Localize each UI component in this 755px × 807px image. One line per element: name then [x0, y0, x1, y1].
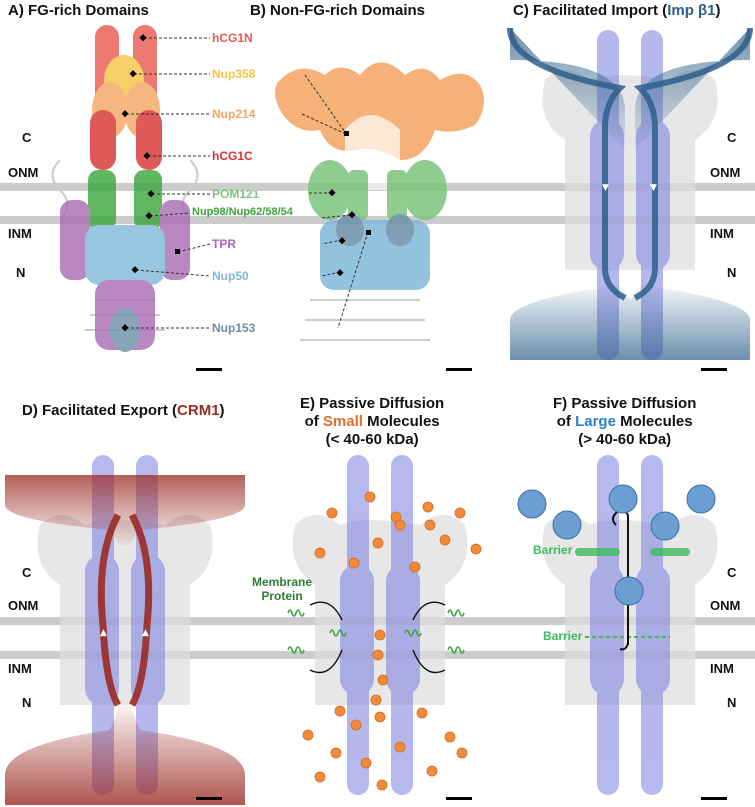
- label-nup358: Nup358: [212, 67, 256, 81]
- label-cytoplasm: C: [22, 130, 32, 145]
- label-inm: INM: [710, 661, 734, 676]
- label-barrier-bottom: Barrier: [543, 629, 583, 643]
- large-highlight: Large: [575, 413, 616, 430]
- label-cytoplasm: C: [22, 565, 32, 580]
- small-highlight: Small: [322, 413, 363, 430]
- label-membrane-protein: Membrane Protein: [252, 575, 313, 603]
- panel-f-title: F) Passive Diffusion of Large Molecules …: [553, 395, 697, 448]
- panel-c-title: C) Facilitated Import (Imp β1): [513, 2, 721, 19]
- label-onm: ONM: [710, 165, 741, 180]
- panel-a: A) FG-rich Domains C ONM INM N hCG1N Nup…: [0, 0, 293, 385]
- panel-d-diagram: ▲▲: [0, 455, 250, 805]
- imp-beta1-highlight: Imp β1: [667, 2, 716, 19]
- panel-c: ▼▼ C) Facilitated Import (Imp β1) C ONM …: [505, 0, 755, 385]
- label-nucleus: N: [727, 695, 737, 710]
- label-onm: ONM: [710, 598, 741, 613]
- label-inm: INM: [8, 661, 32, 676]
- scale-bar: [196, 368, 222, 371]
- svg-text:▲: ▲: [100, 628, 107, 638]
- panel-b: B) Non-FG-rich Domains: [250, 0, 505, 385]
- label-cytoplasm: C: [727, 130, 737, 145]
- panel-d: ▲▲ D) Facilitated Export (CRM1) C ONM IN…: [0, 385, 250, 807]
- panel-f: F) Passive Diffusion of Large Molecules …: [505, 385, 755, 807]
- label-nucleus: N: [22, 695, 32, 710]
- panel-d-title: D) Facilitated Export (CRM1): [22, 402, 225, 419]
- svg-text:▼: ▼: [602, 183, 609, 193]
- label-hcg1c: hCG1C: [212, 149, 253, 163]
- panel-b-diagram: [250, 62, 505, 341]
- label-nucleus: N: [727, 265, 737, 280]
- label-pom121: POM121: [212, 187, 260, 201]
- panel-a-title: A) FG-rich Domains: [8, 2, 149, 19]
- panel-a-diagram: [0, 25, 250, 352]
- scale-bar: [196, 797, 222, 800]
- label-tpr: TPR: [212, 237, 236, 251]
- label-barrier-top: Barrier: [533, 543, 573, 557]
- label-onm: ONM: [8, 165, 39, 180]
- label-nup98: Nup98/Nup62/58/54: [192, 206, 293, 218]
- scale-bar: [701, 368, 727, 371]
- label-cytoplasm: C: [727, 565, 737, 580]
- label-nucleus: N: [16, 265, 26, 280]
- scale-bar: [446, 797, 472, 800]
- panel-f-diagram: [505, 455, 755, 795]
- svg-text:▲: ▲: [142, 628, 149, 638]
- panel-e-title: E) Passive Diffusion of Small Molecules …: [300, 395, 445, 448]
- label-inm: INM: [8, 226, 32, 241]
- scale-bar: [446, 368, 472, 371]
- panel-e-diagram: [250, 455, 505, 795]
- label-inm: INM: [710, 226, 734, 241]
- label-nup214: Nup214: [212, 107, 256, 121]
- label-nup153: Nup153: [212, 321, 256, 335]
- crm1-highlight: CRM1: [177, 402, 220, 419]
- label-hcg1n: hCG1N: [212, 31, 253, 45]
- svg-text:▼: ▼: [650, 183, 657, 193]
- label-onm: ONM: [8, 598, 39, 613]
- scale-bar: [701, 797, 727, 800]
- panel-c-diagram: ▼▼: [505, 27, 755, 360]
- label-nup50: Nup50: [212, 269, 249, 283]
- panel-b-title: B) Non-FG-rich Domains: [250, 2, 425, 19]
- panel-e: E) Passive Diffusion of Small Molecules …: [250, 385, 505, 807]
